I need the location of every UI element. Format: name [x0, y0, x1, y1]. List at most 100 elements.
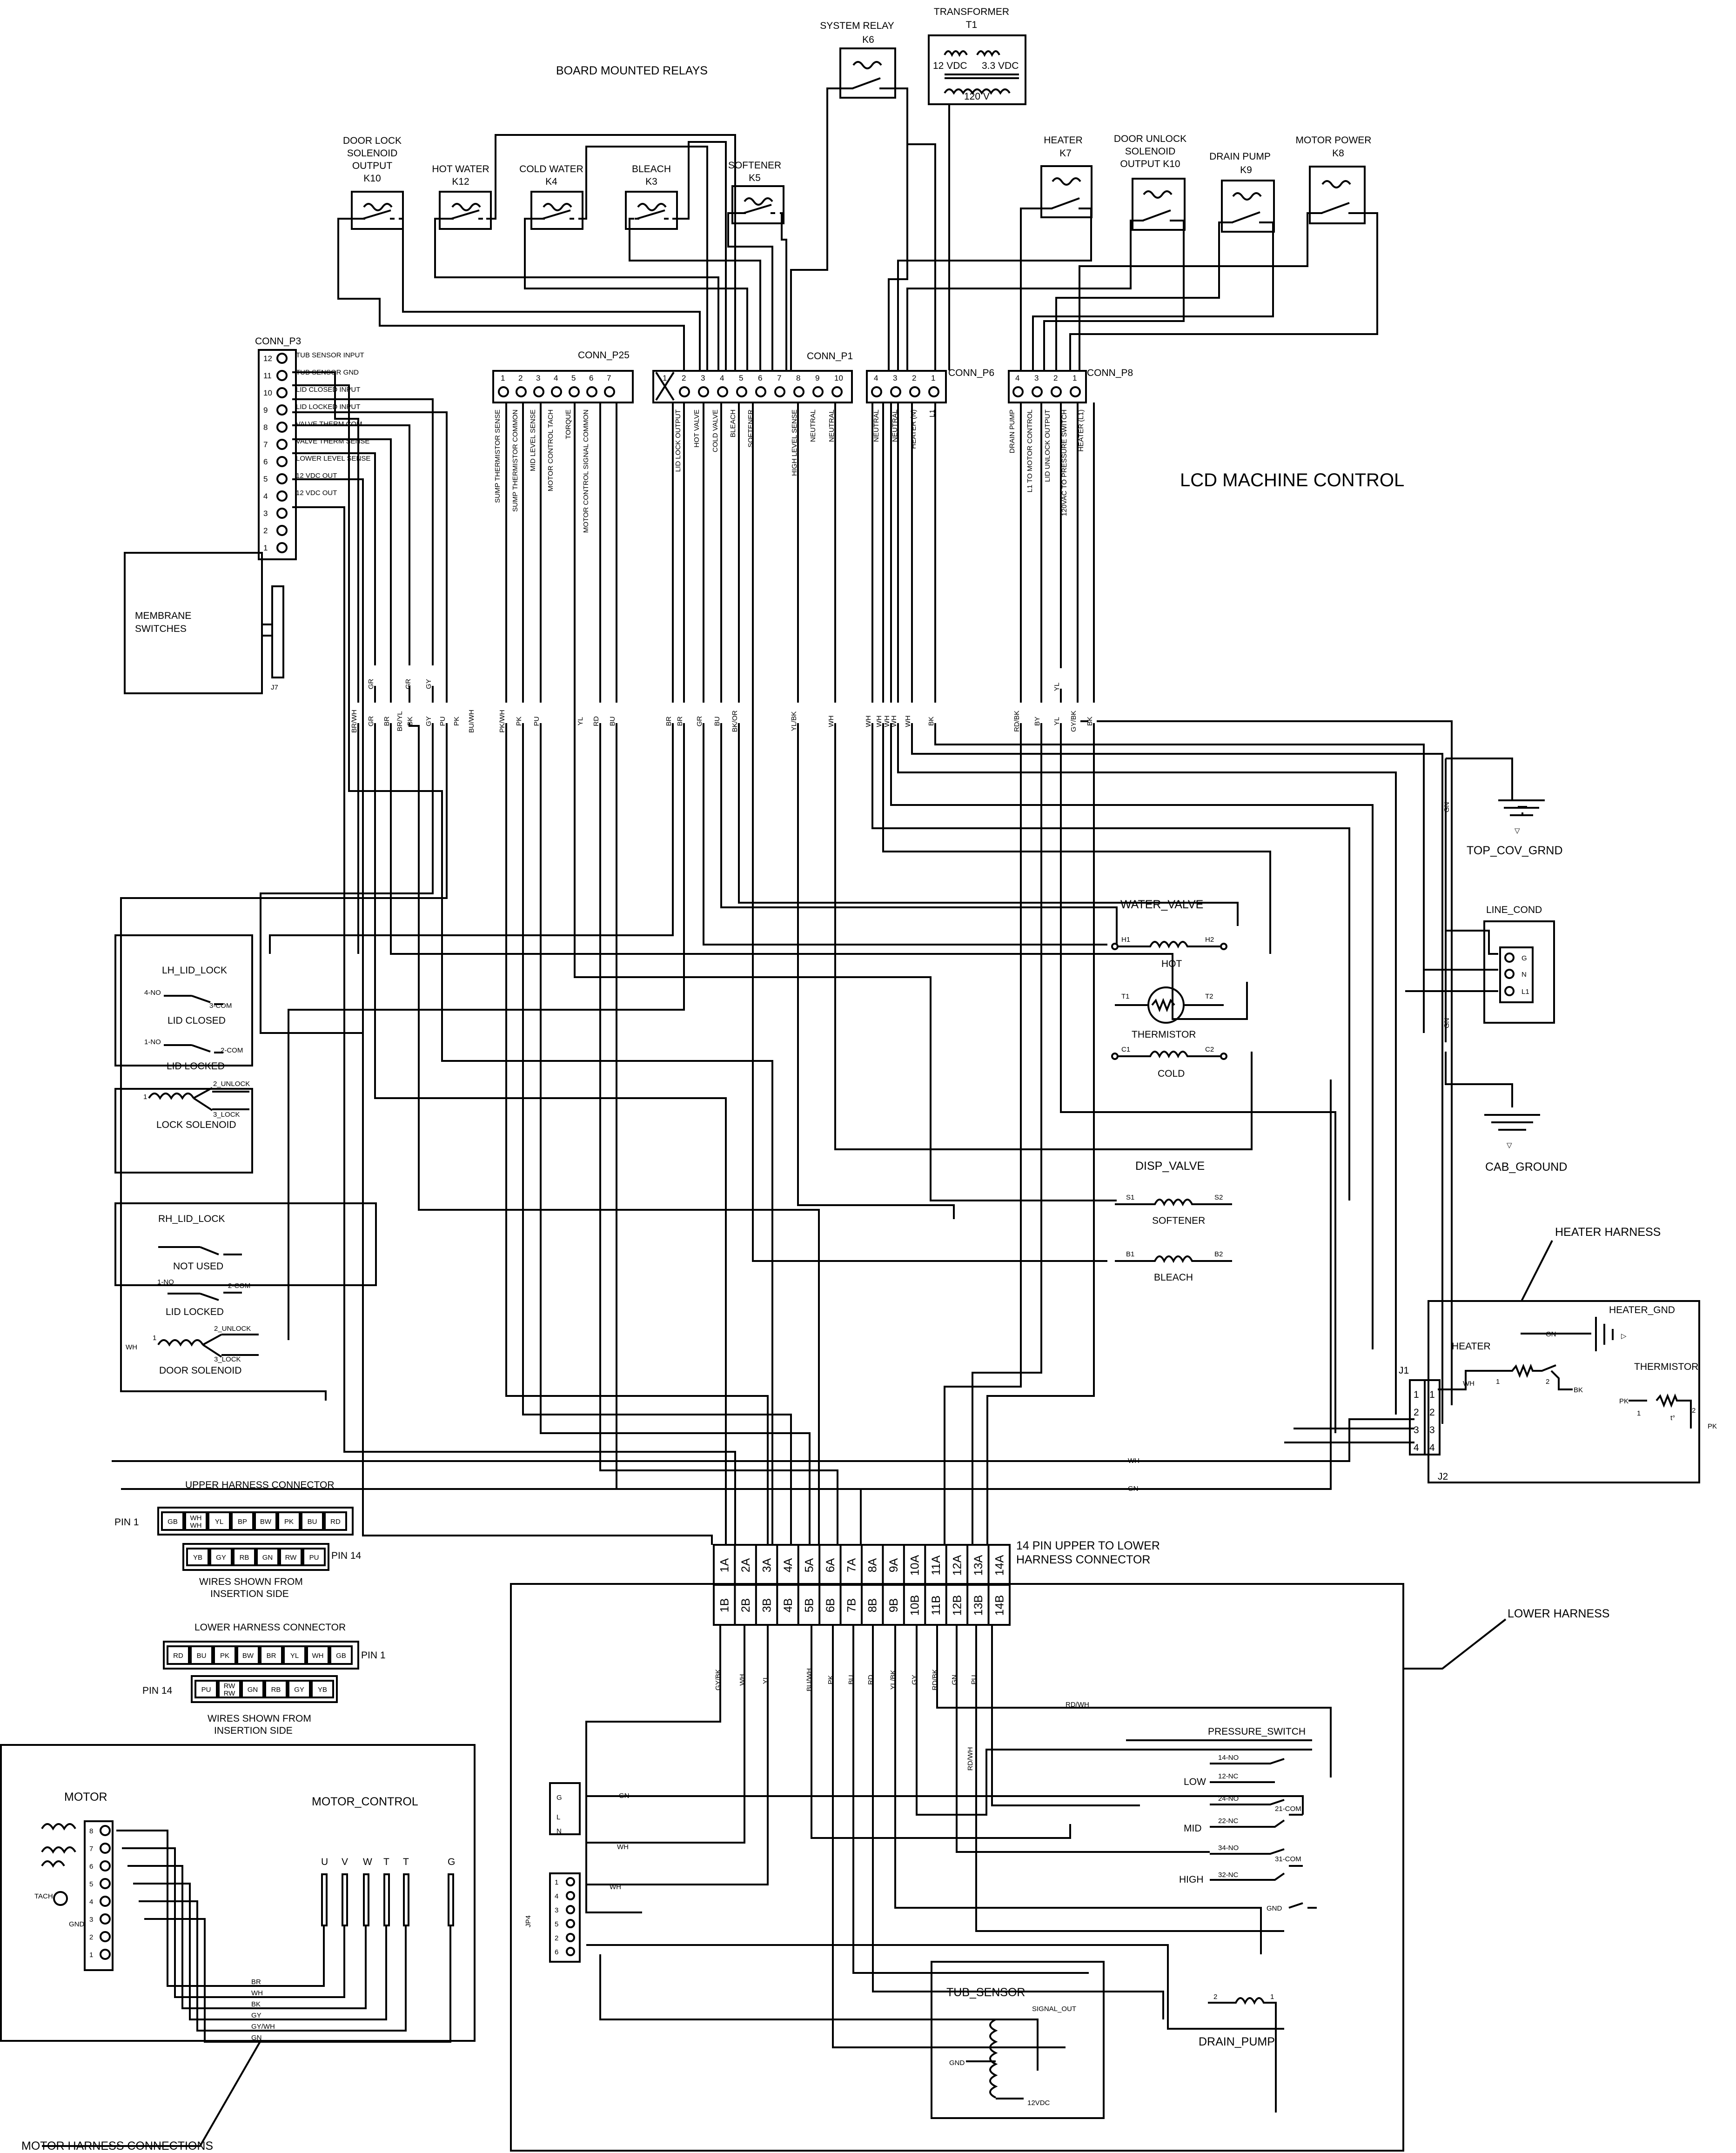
transformer-120v: 120 V	[964, 91, 990, 102]
ground-tri: ▽	[1515, 827, 1520, 835]
wire-color-label: WH	[890, 716, 898, 727]
jp4-pin-circle	[566, 1919, 575, 1928]
rh-solenoid	[157, 1334, 259, 1358]
wire-color-label: BR/WH	[350, 710, 358, 733]
relay-box	[625, 191, 678, 230]
motor-pin-number: 2	[89, 1933, 93, 1941]
p3-signal: VALVE THERM SENSE	[296, 437, 369, 445]
heater-wh: WH	[1463, 1380, 1475, 1388]
wv-h2: H2	[1205, 936, 1214, 944]
dv-s1: S1	[1126, 1194, 1134, 1201]
conn14-top-pin: 9A	[887, 1558, 900, 1572]
rh-lock: 3_LOCK	[214, 1355, 241, 1363]
upper-key-cell-label: BU	[308, 1518, 317, 1526]
motor-pin-number: 8	[89, 1827, 93, 1835]
relay-label: K8	[1332, 148, 1344, 159]
lower-key-cell	[260, 1645, 283, 1665]
dv-bleach-coil	[1115, 1255, 1232, 1263]
relay-label: HEATER	[1044, 135, 1083, 146]
wire-color-label: BU/WH	[468, 710, 476, 733]
p6-pin-number: 3	[893, 374, 897, 382]
upper-pin14: PIN 14	[331, 1550, 362, 1561]
wiring-traces	[112, 87, 1513, 2071]
lower-wire-color: RD/BK	[931, 1669, 939, 1690]
harness-wire-wh: WH	[1128, 1457, 1139, 1465]
relay-box	[351, 191, 404, 230]
dv-bleach: BLEACH	[1154, 1272, 1193, 1283]
conn-p25-box	[492, 370, 634, 403]
p3-pin-number: 2	[263, 526, 268, 535]
lower-wire-color: RD/WH	[1066, 1701, 1089, 1709]
heater-label: HEATER	[1452, 1341, 1491, 1352]
ps-label: 12-NC	[1218, 1772, 1239, 1780]
upper-key-cell-label: PK	[284, 1518, 294, 1526]
p1-signal: COLD VALVE	[711, 409, 719, 452]
wire-color-label: BK	[1086, 717, 1094, 726]
p1-pin	[698, 386, 709, 397]
p1-pin-number: 8	[796, 374, 800, 382]
drain-pump-name: DRAIN_PUMP	[1199, 2035, 1275, 2048]
motor-pin	[100, 1843, 111, 1854]
lower-key-row1	[163, 1641, 359, 1670]
water-valve: WATER_VALVE H1 H2 HOT T1 T2 THERMISTOR C…	[1111, 898, 1227, 1079]
wv-hot-coil	[1115, 941, 1225, 949]
relay-label: DRAIN PUMP	[1209, 151, 1271, 162]
upper-key-cell	[302, 1548, 326, 1566]
wire-color-bg	[1055, 703, 1064, 723]
j1-pin: 1	[1414, 1389, 1419, 1400]
lc-n: N	[1522, 971, 1527, 979]
p3-pin	[276, 525, 288, 536]
heater-harness-label: HEATER HARNESS	[1555, 1226, 1661, 1239]
conn-p8-box	[1008, 370, 1087, 403]
relay-label: OUTPUT K10	[1120, 159, 1180, 169]
ps-label: 34-NO	[1218, 1844, 1239, 1852]
conn14-bottom-pin: 14B	[993, 1595, 1006, 1616]
upper-key-cell	[279, 1548, 302, 1566]
lower-wire-color: PU	[970, 1675, 978, 1685]
conn-p1-name: CONN_P1	[807, 351, 853, 362]
ps-mid: MID	[1184, 1823, 1202, 1834]
wire-color-label: BU	[609, 717, 617, 726]
lh-solenoid	[148, 1087, 249, 1111]
upper-key-cell-label: BP	[238, 1518, 247, 1526]
wv-h1: H1	[1121, 936, 1130, 944]
p3-pin	[276, 439, 288, 450]
lower-key-cell-label: RW	[224, 1682, 236, 1690]
wire-color-bg	[678, 703, 687, 723]
relay-contact	[846, 61, 890, 89]
transformer-box	[928, 34, 1026, 105]
p1-pin	[774, 386, 785, 397]
lower-key-cell-label: BW	[242, 1652, 254, 1660]
wire-color-label: GR	[367, 679, 375, 690]
lh-pin1: 1	[143, 1093, 147, 1101]
rh-not-used: NOT USED	[173, 1261, 223, 1272]
p25-pin-number: 3	[536, 374, 540, 382]
motor-wire-color: BK	[251, 2000, 261, 2008]
rh-pin1: 1	[153, 1334, 156, 1342]
therm-pk2: PK	[1708, 1422, 1717, 1430]
lower-key-cell-label: YL	[290, 1652, 299, 1660]
jp4-wh2: WH	[610, 1883, 621, 1891]
conn14-bottom-pin: 8B	[866, 1598, 879, 1613]
conn14-bottom-pin: 5B	[803, 1598, 816, 1613]
leader-line	[42, 2040, 261, 2147]
lh-switch-locked	[164, 1044, 223, 1053]
relay-k10-unlock: DOOR UNLOCK SOLENOID OUTPUT K10	[1114, 134, 1186, 231]
p3-pin	[276, 387, 288, 398]
therm-p1: 1	[1637, 1409, 1641, 1417]
lower-wire-color: YL	[762, 1676, 770, 1684]
ps-gnd: GND	[1267, 1905, 1282, 1912]
conn14-bottom-pin: 10B	[909, 1595, 922, 1616]
p1-pin-number: 4	[720, 374, 724, 382]
lh-lock: 3_LOCK	[213, 1111, 240, 1119]
motor-pin	[100, 1825, 111, 1836]
upper-key-cell	[161, 1511, 184, 1531]
wire-color-bg	[1088, 703, 1097, 723]
conn14-bottom-pin: 3B	[761, 1598, 774, 1613]
upper-key-cell-label: YL	[215, 1518, 223, 1526]
p25-signal: SUMP THERMISTOR SENSE	[494, 409, 502, 503]
relay-box	[530, 191, 583, 230]
p3-signal: TUB SENSOR INPUT	[296, 351, 364, 359]
ps-low: LOW	[1184, 1777, 1206, 1787]
